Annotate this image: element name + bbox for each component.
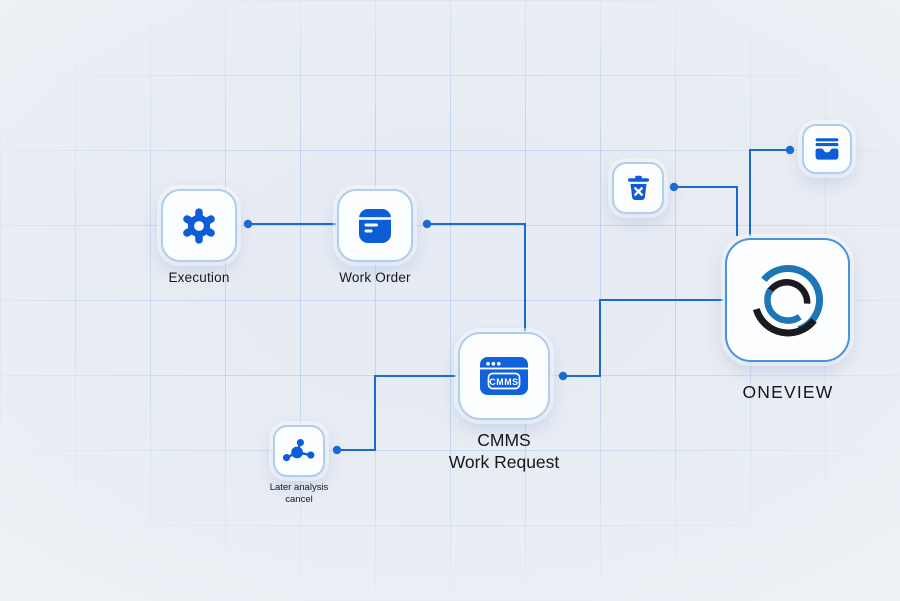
node-work-order [337,189,413,262]
edge-dot [332,445,342,455]
cmms-icon-text: CMMS [489,377,518,387]
edge-delete-oneview [678,186,738,236]
oneview-label: ONEVIEW [742,382,834,402]
cmms-label-line1: CMMS [477,430,531,450]
trash-delete-icon [627,175,649,201]
node-oneview [725,238,850,362]
inbox-tray-icon [815,137,839,160]
work-order-label: Work Order [339,270,411,285]
edge-cmms-oneview [567,299,723,377]
execution-label: Execution [168,270,230,285]
edge-oneview-archive [749,149,786,236]
edge-dot [785,145,795,155]
storage-box-icon [359,208,391,243]
cmms-label-line2: Work Request [448,452,560,472]
edge-workorder-cmms [431,223,526,331]
edge-dot [669,182,679,192]
cmms-work-request-label: CMMS Work Request [404,429,604,473]
edge-dot [422,219,432,229]
edge-dot [558,371,568,381]
node-archive [802,124,852,174]
molecule-icon [282,438,315,461]
oneview-logo [752,264,823,337]
node-execution [161,189,237,262]
node-later-analysis-cancel [273,425,325,477]
later-analysis-label-line2: cancel [285,493,313,505]
gear-icon [183,207,215,244]
browser-window-icon: CMMS [480,357,528,395]
later-analysis-cancel-label: Later analysis cancel [239,482,359,505]
node-delete [612,162,664,214]
edge-lateranalysis-cmms [341,375,456,451]
edge-dot [243,219,253,229]
later-analysis-label-line1: Later analysis [269,482,329,493]
node-cmms-work-request: CMMS [458,332,550,420]
